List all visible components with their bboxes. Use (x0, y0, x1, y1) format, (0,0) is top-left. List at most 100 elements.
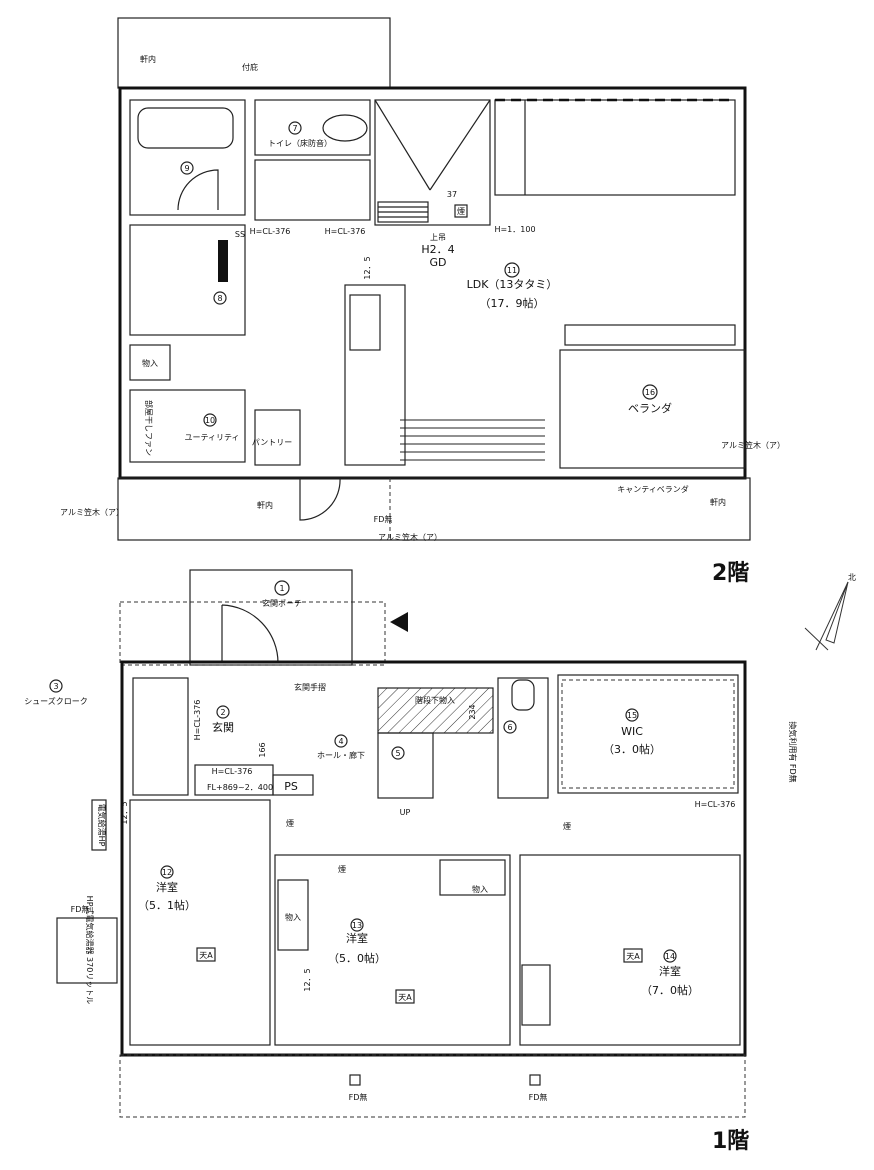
svg-text:16: 16 (645, 388, 655, 397)
svg-text:12．5: 12．5 (363, 256, 372, 279)
ldk-number (504, 262, 520, 278)
eaves-label: 軒内 (140, 54, 156, 64)
svg-text:8: 8 (217, 294, 222, 303)
svg-text:上吊: 上吊 (430, 233, 446, 242)
svg-text:物入: 物入 (142, 358, 158, 368)
veranda-label: ベランダ (628, 401, 672, 415)
svg-text:12．5: 12．5 (303, 968, 312, 991)
svg-text:北: 北 (848, 573, 856, 582)
entrance-arrow-icon (390, 612, 408, 632)
porch (189, 569, 353, 666)
svg-text:軒内: 軒内 (710, 497, 726, 507)
wic-label: WIC (621, 725, 643, 738)
svg-text:（3．0帖）: （3．0帖） (603, 743, 661, 756)
svg-text:部屋干しファン: 部屋干しファン (144, 400, 154, 456)
entrance-label: 玄関 (212, 720, 234, 734)
svg-text:天A: 天A (398, 993, 412, 1002)
svg-text:166: 166 (258, 742, 267, 757)
svg-text:5: 5 (395, 749, 400, 758)
svg-text:パントリー: パントリー (252, 438, 292, 447)
svg-text:キャンティベランダ: キャンティベランダ (617, 484, 689, 494)
svg-text:電気給湯HP: 電気給湯HP (97, 804, 107, 847)
cantilever-balcony (117, 477, 751, 541)
svg-text:6: 6 (507, 723, 512, 732)
svg-text:階段下物入: 階段下物入 (415, 695, 455, 705)
svg-text:洋室: 洋室 (156, 880, 178, 894)
svg-text:11: 11 (507, 266, 517, 275)
svg-text:SS: SS (235, 230, 245, 239)
wic (557, 674, 739, 794)
svg-text:10: 10 (205, 416, 215, 425)
svg-text:H=CL-376: H=CL-376 (250, 227, 291, 236)
svg-text:12: 12 (162, 868, 172, 877)
toilet-label: トイレ（床防音） (268, 138, 332, 148)
svg-text:天A: 天A (199, 951, 213, 960)
svg-text:アルミ笠木（ア）: アルミ笠木（ア） (60, 507, 124, 517)
utility-room (129, 389, 246, 463)
svg-text:煙: 煙 (338, 865, 346, 874)
svg-text:H2．4: H2．4 (421, 243, 454, 256)
svg-text:洋室: 洋室 (346, 931, 368, 945)
room-13 (274, 854, 511, 1046)
svg-text:9: 9 (184, 164, 189, 173)
room-12 (129, 799, 271, 1046)
svg-text:H=CL-376: H=CL-376 (212, 767, 253, 776)
stairs-1f (377, 732, 434, 799)
svg-text:7: 7 (292, 124, 297, 133)
svg-text:（5．0帖）: （5．0帖） (328, 952, 386, 965)
svg-text:1: 1 (279, 584, 284, 593)
svg-text:H=CL-376: H=CL-376 (193, 700, 202, 741)
stairs-2f (374, 99, 491, 226)
svg-text:HP式電気給湯器 370リットル: HP式電気給湯器 370リットル (85, 896, 95, 1005)
svg-text:軒内: 軒内 (257, 500, 273, 510)
svg-text:（5．1帖）: （5．1帖） (138, 899, 196, 912)
canopy-label: 付庇 (242, 62, 258, 72)
toilet-1f (497, 677, 549, 799)
svg-text:15: 15 (627, 711, 637, 720)
svg-text:FL+869~2．400: FL+869~2．400 (207, 783, 273, 792)
svg-text:玄関手摺: 玄関手摺 (294, 682, 326, 692)
canopy-outline (117, 17, 391, 89)
svg-text:GD: GD (430, 256, 447, 269)
svg-text:洋室: 洋室 (659, 964, 681, 978)
utility-label: ユーティリティ (184, 433, 239, 442)
svg-text:14: 14 (665, 952, 675, 961)
svg-text:煙: 煙 (563, 822, 571, 831)
svg-text:234: 234 (468, 704, 477, 719)
svg-text:FD無: FD無 (529, 1092, 548, 1102)
svg-text:FD無: FD無 (71, 904, 90, 914)
toilet-2f (254, 99, 371, 156)
svg-text:12．5: 12．5 (120, 801, 129, 824)
under-stairs-storage (377, 687, 494, 734)
svg-text:UP: UP (400, 808, 411, 817)
floor-1-title: 1階 (712, 1129, 749, 1154)
veranda (559, 349, 746, 469)
floor-1: 1 玄関ポーチ 3 シューズクローク 2 玄関 H=CL-376 H=CL-37… (24, 569, 798, 1154)
svg-text:FD無: FD無 (349, 1092, 368, 1102)
svg-text:H=CL-376: H=CL-376 (695, 800, 736, 809)
hall-label: ホール・廊下 (317, 750, 365, 760)
svg-text:アルミ笠木（ア）: アルミ笠木（ア） (721, 440, 785, 450)
svg-text:（7．0帖）: （7．0帖） (641, 984, 699, 997)
svg-text:13: 13 (352, 921, 362, 930)
svg-text:37: 37 (447, 190, 457, 199)
svg-text:H=CL-376: H=CL-376 (325, 227, 366, 236)
compass-icon: 北 (804, 573, 856, 651)
svg-text:H=1．100: H=1．100 (494, 225, 535, 234)
svg-text:煙: 煙 (457, 207, 465, 216)
svg-text:アルミ笠木（ア）: アルミ笠木（ア） (378, 532, 442, 542)
svg-text:4: 4 (338, 737, 343, 746)
svg-text:3: 3 (53, 682, 58, 691)
floor-2-title: 2階 (712, 561, 749, 586)
room-14 (519, 854, 741, 1046)
svg-text:2: 2 (220, 708, 225, 717)
ldk-size: （17．9帖） (480, 297, 545, 310)
porch-label: 玄関ポーチ (262, 598, 302, 608)
svg-text:物入: 物入 (472, 884, 488, 894)
shoe-cloak-label: シューズクローク (24, 696, 88, 706)
svg-text:PS: PS (284, 780, 298, 793)
svg-text:煙: 煙 (286, 819, 294, 828)
svg-text:天A: 天A (626, 952, 640, 961)
svg-text:換気利用有 FD無: 換気利用有 FD無 (788, 721, 798, 782)
